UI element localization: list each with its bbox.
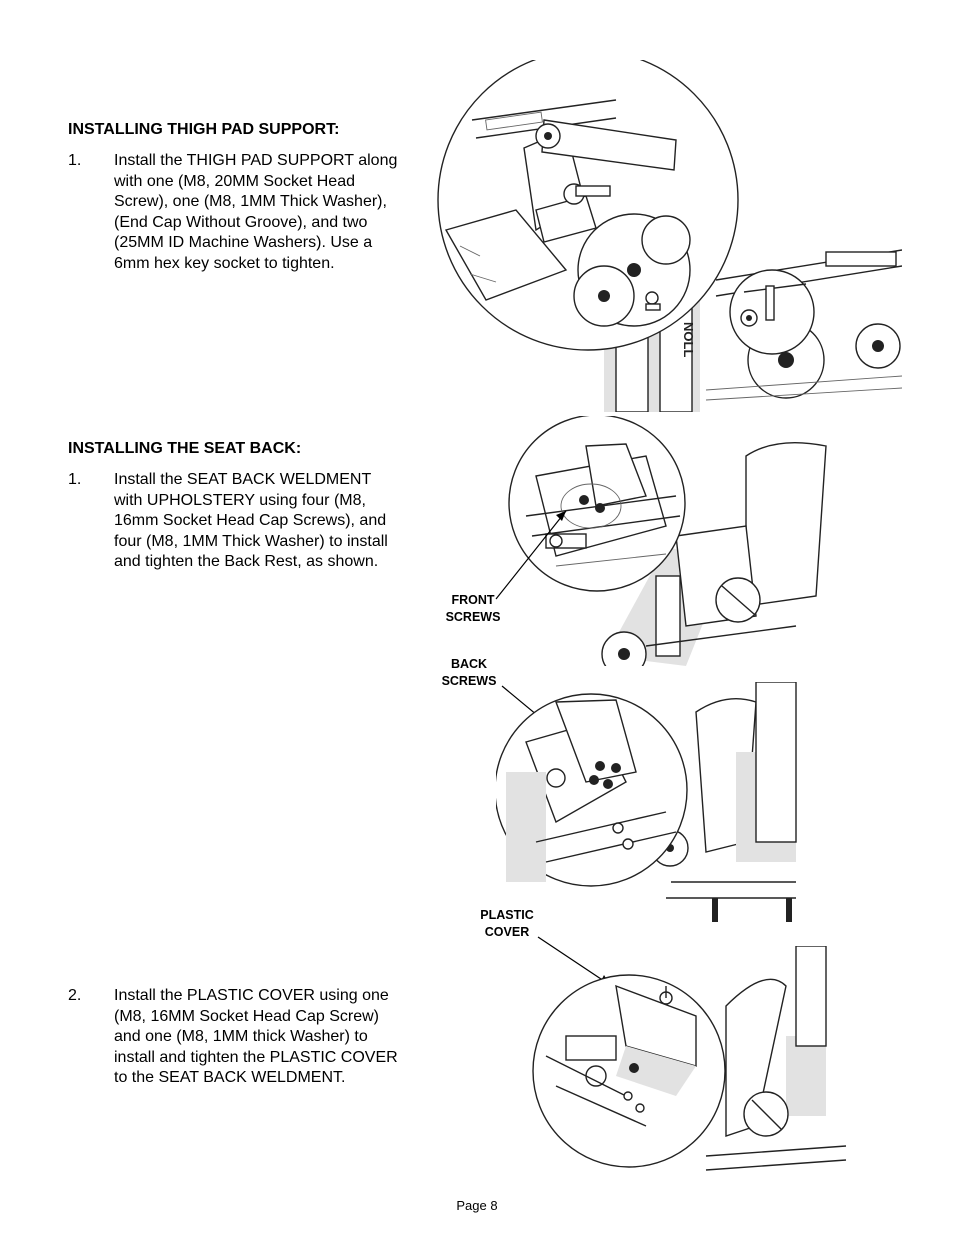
frame-brand-label: NOLL xyxy=(681,322,696,357)
front-screws-leader-line xyxy=(495,510,567,600)
instruction-step: 1. Install the THIGH PAD SUPPORT along w… xyxy=(68,151,420,276)
step-text: Install the PLASTIC COVER using one (M8,… xyxy=(114,987,398,1086)
section-heading-seat-back: INSTALLING THE SEAT BACK: xyxy=(68,440,302,457)
step-text: Install the SEAT BACK WELDMENT with UPHO… xyxy=(114,471,388,570)
instruction-step: 1. Install the SEAT BACK WELDMENT with U… xyxy=(68,470,420,575)
callout-plastic-cover: PLASTIC COVER xyxy=(480,908,534,939)
step-number: 2. xyxy=(68,987,82,1004)
step-number: 1. xyxy=(68,471,82,488)
step-number: 1. xyxy=(68,152,82,169)
callout-back-screws: BACK SCREWS xyxy=(441,657,497,688)
callout-front-screws: FRONT SCREWS xyxy=(445,593,501,624)
instruction-step: 2. Install the PLASTIC COVER using one (… xyxy=(68,986,420,1091)
page-number: Page 8 xyxy=(456,1198,498,1213)
thigh-pad-support-illustration: NOLL xyxy=(437,60,902,412)
plastic-cover-illustration xyxy=(532,946,847,1171)
step-text: Install the THIGH PAD SUPPORT along with… xyxy=(114,152,398,272)
seat-back-back-screws-illustration xyxy=(496,682,797,922)
section-heading-thigh-pad: INSTALLING THIGH PAD SUPPORT: xyxy=(68,121,340,138)
seat-back-front-screws-illustration xyxy=(508,416,827,666)
